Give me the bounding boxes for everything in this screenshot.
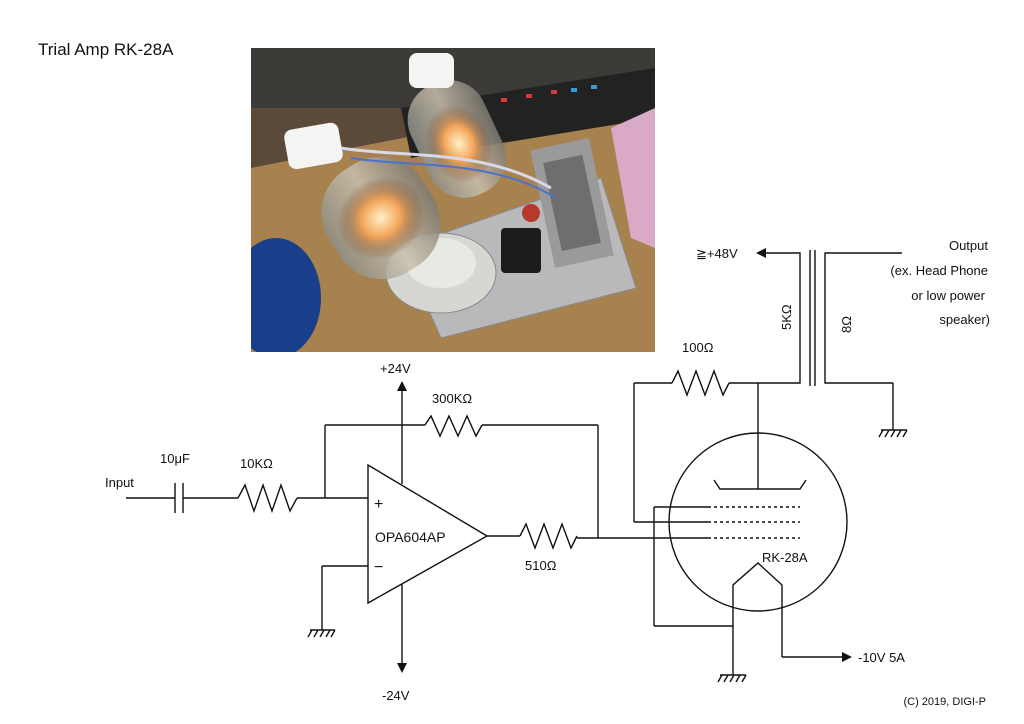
page-title: Trial Amp RK-28A <box>38 40 174 59</box>
output-label-4: speaker) <box>939 312 990 327</box>
output-transformer <box>790 250 835 386</box>
resistor-300k-label: 300KΩ <box>432 391 472 406</box>
amplifier-photo <box>251 48 655 352</box>
output-label-1: Output <box>949 238 988 253</box>
ground-symbol-opamp <box>307 629 336 638</box>
arrow-plus24 <box>397 381 407 391</box>
tube-label: RK-28A <box>762 550 808 565</box>
ground-symbol-output <box>878 429 908 438</box>
output-label-3: or low power <box>911 288 985 303</box>
tube-plate <box>713 479 807 490</box>
resistor-510 <box>519 522 578 550</box>
resistor-510-label: 510Ω <box>525 558 557 573</box>
arrow-filament <box>842 652 852 662</box>
minus24-label: -24V <box>382 688 410 703</box>
resistor-300k <box>424 414 483 438</box>
input-label: Input <box>105 475 134 490</box>
opamp-symbol <box>367 463 489 605</box>
arrow-minus24 <box>397 663 407 673</box>
tube-filament <box>732 562 783 657</box>
resistor-100-label: 100Ω <box>682 340 714 355</box>
filament-label: -10V 5A <box>858 650 905 665</box>
resistor-100 <box>671 369 730 397</box>
arrow-plus48 <box>756 248 766 258</box>
primary-label: 5KΩ <box>779 304 794 330</box>
resistor-10k-label: 10KΩ <box>240 456 273 471</box>
capacitor-label: 10μF <box>160 451 190 466</box>
secondary-label: 8Ω <box>839 316 854 333</box>
output-label-2: (ex. Head Phone <box>890 263 988 278</box>
plus48-label: ≧+48V <box>696 246 738 261</box>
opamp-plus-sign: + <box>374 496 383 513</box>
opamp-label: OPA604AP <box>375 529 446 545</box>
ground-symbol-filament <box>717 674 747 683</box>
resistor-10k <box>237 482 298 514</box>
input-capacitor <box>174 483 184 513</box>
plus24-label: +24V <box>380 361 411 376</box>
copyright-notice: (C) 2019, DIGI-P <box>903 696 986 708</box>
opamp-minus-sign: − <box>374 559 383 576</box>
